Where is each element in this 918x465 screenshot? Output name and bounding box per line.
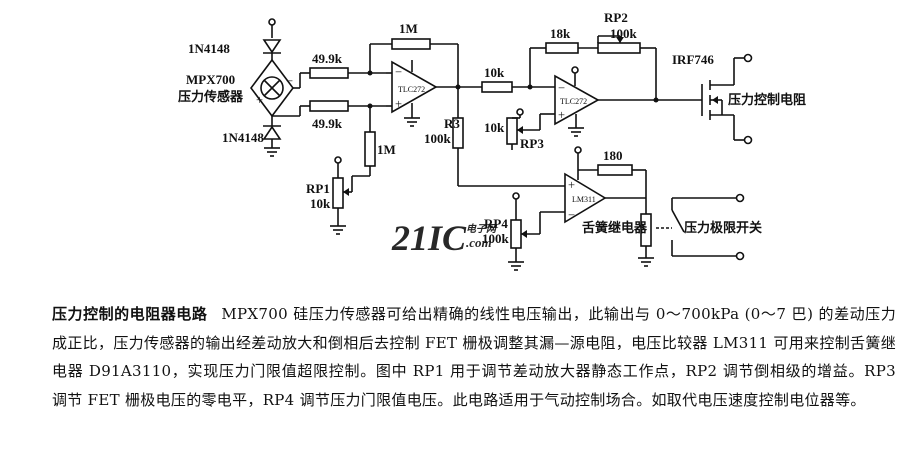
switch-terminal-top [735, 193, 745, 203]
label-d2: 1N4148 [222, 130, 264, 145]
resistor-10k-rp3 [506, 117, 518, 145]
ground-rp1 [330, 225, 346, 235]
label-d1: 1N4148 [188, 41, 230, 56]
diff-amp-section: 49.9k 49.9k − + TLC272 1M 1M [272, 21, 482, 235]
label-rp1-val: 10k [310, 196, 331, 211]
diode-d1 [262, 39, 282, 54]
label-r10k-rp3: 10k [484, 120, 505, 135]
circuit-schematic: 21IC 电子网 .com − + 1N4148 1N [178, 10, 806, 271]
ground-amp2 [568, 127, 584, 137]
label-fet: IRF746 [672, 52, 714, 67]
label-rp2-val: 100k [610, 26, 638, 41]
resistor-1m-bias [364, 131, 376, 167]
diode-d2 [262, 125, 282, 140]
pot-rp4 [510, 219, 522, 249]
label-relay: 舌簧继电器 [582, 220, 648, 235]
amp2-supply-terminal [571, 66, 579, 74]
fet-irf746 [701, 57, 744, 141]
switch-terminal-bottom [735, 251, 745, 261]
label-switch: 压力极限开关 [684, 220, 762, 235]
pot-rp2 [597, 42, 641, 54]
caption-body: MPX700 硅压力传感器可给出精确的线性电压输出，此输出与 0～700kPa … [52, 305, 896, 409]
label-rp4: RP4 [484, 216, 508, 231]
ground-rp4 [508, 261, 524, 271]
label-comparator: LM311 [572, 195, 596, 204]
opamp1-minus: − [395, 65, 402, 79]
label-r180: 180 [603, 148, 623, 163]
label-amp2: TLC272 [560, 97, 587, 106]
watermark-sub: 电子网 [466, 223, 498, 235]
opamp1-plus: + [395, 97, 402, 111]
ground-sensor [264, 147, 280, 157]
load-terminal-top [743, 53, 753, 63]
watermark: 21IC 电子网 .com [391, 218, 498, 258]
pot-rp1 [332, 177, 344, 209]
label-rp3: RP3 [520, 136, 544, 151]
resistor-180 [597, 164, 633, 176]
watermark-domain: .com [466, 235, 492, 250]
opamp-1 [391, 60, 438, 114]
label-r49a: 49.9k [312, 51, 343, 66]
sensor-section: − + 1N4148 1N4148 MPX700 压力传感器 [178, 18, 294, 157]
resistor-1m-feedback [391, 38, 431, 50]
comparator-lm311 [564, 172, 607, 224]
label-sensor-name: 压力传感器 [178, 89, 244, 104]
comparator-section: R3 100k + − LM311 180 RP4 100k [424, 87, 762, 271]
label-amp1: TLC272 [398, 85, 425, 94]
load-terminal-bottom [743, 135, 753, 145]
supply-terminal [268, 18, 276, 26]
label-rp1: RP1 [306, 181, 330, 196]
resistor-18k [545, 42, 579, 54]
rp3-supply-terminal [516, 108, 524, 116]
label-r49b: 49.9k [312, 116, 343, 131]
label-sensor-model: MPX700 [186, 72, 235, 87]
ground-amp1 [404, 117, 420, 127]
comparator-plus: + [568, 178, 575, 192]
label-r1m-bias: 1M [377, 142, 396, 157]
caption-title: 压力控制的电阻器电路 [52, 305, 208, 323]
sensor-minus: − [286, 74, 293, 88]
ground-relay [638, 257, 654, 267]
label-rp4-val: 100k [482, 231, 510, 246]
label-rp2: RP2 [604, 10, 628, 25]
comparator-supply-terminal [574, 146, 582, 154]
rp4-supply-terminal [512, 192, 520, 200]
comparator-minus: − [568, 208, 575, 222]
inverter-section: 10k − + TLC272 18k RP2 100k [481, 10, 806, 151]
label-r3: R3 [444, 116, 460, 131]
resistor-49k9-bottom [309, 100, 349, 112]
opamp2-minus: − [558, 81, 565, 95]
watermark-logo: 21IC [391, 218, 467, 258]
opamp2-plus: + [558, 108, 565, 122]
label-load: 压力控制电阻 [728, 92, 806, 107]
label-r10k-in: 10k [484, 65, 505, 80]
rp1-supply-terminal [334, 156, 342, 164]
label-r1m-fb: 1M [399, 21, 418, 36]
resistor-10k-input [481, 81, 513, 93]
opamp-2 [554, 74, 600, 126]
label-r3-val: 100k [424, 131, 452, 146]
resistor-49k9-top [309, 67, 349, 79]
label-r18k: 18k [550, 26, 571, 41]
sensor-plus: + [256, 93, 263, 107]
